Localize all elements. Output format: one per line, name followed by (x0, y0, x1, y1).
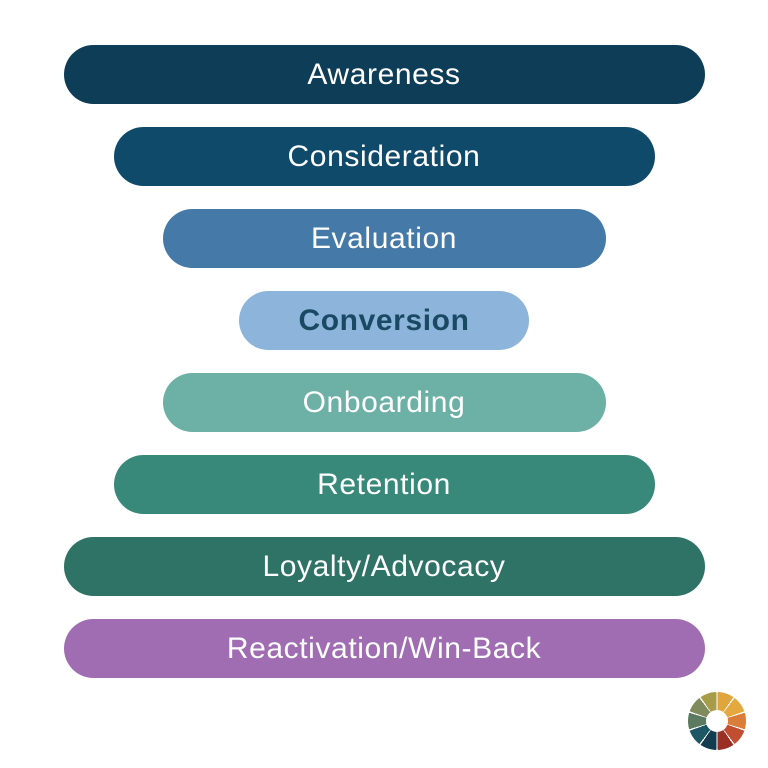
stage-label: Evaluation (310, 221, 458, 255)
funnel-stage-retention: Retention (113, 455, 655, 514)
stage-label: Retention (317, 467, 451, 501)
funnel-stage-awareness: Awareness (63, 45, 705, 104)
color-wheel-logo-icon (688, 692, 746, 750)
stage-label: Reactivation/Win-Back (226, 631, 542, 665)
funnel-stage-reactivation-win-back: Reactivation/Win-Back (63, 619, 705, 678)
funnel-stage-onboarding: Onboarding (162, 373, 606, 432)
stage-label: Consideration (287, 139, 481, 173)
stage-label: Awareness (307, 57, 461, 91)
stage-label: Onboarding (302, 385, 466, 419)
funnel-stage-loyalty-advocacy: Loyalty/Advocacy (63, 537, 705, 596)
funnel-stage-consideration: Consideration (113, 127, 655, 186)
funnel-stage-conversion: Conversion (239, 291, 529, 350)
stage-label: Conversion (298, 303, 470, 337)
funnel-stages: Awareness Consideration Evaluation Conve… (0, 45, 768, 678)
logo-center-hole (706, 710, 728, 732)
stage-label: Loyalty/Advocacy (262, 549, 506, 583)
funnel-stage-evaluation: Evaluation (162, 209, 606, 268)
